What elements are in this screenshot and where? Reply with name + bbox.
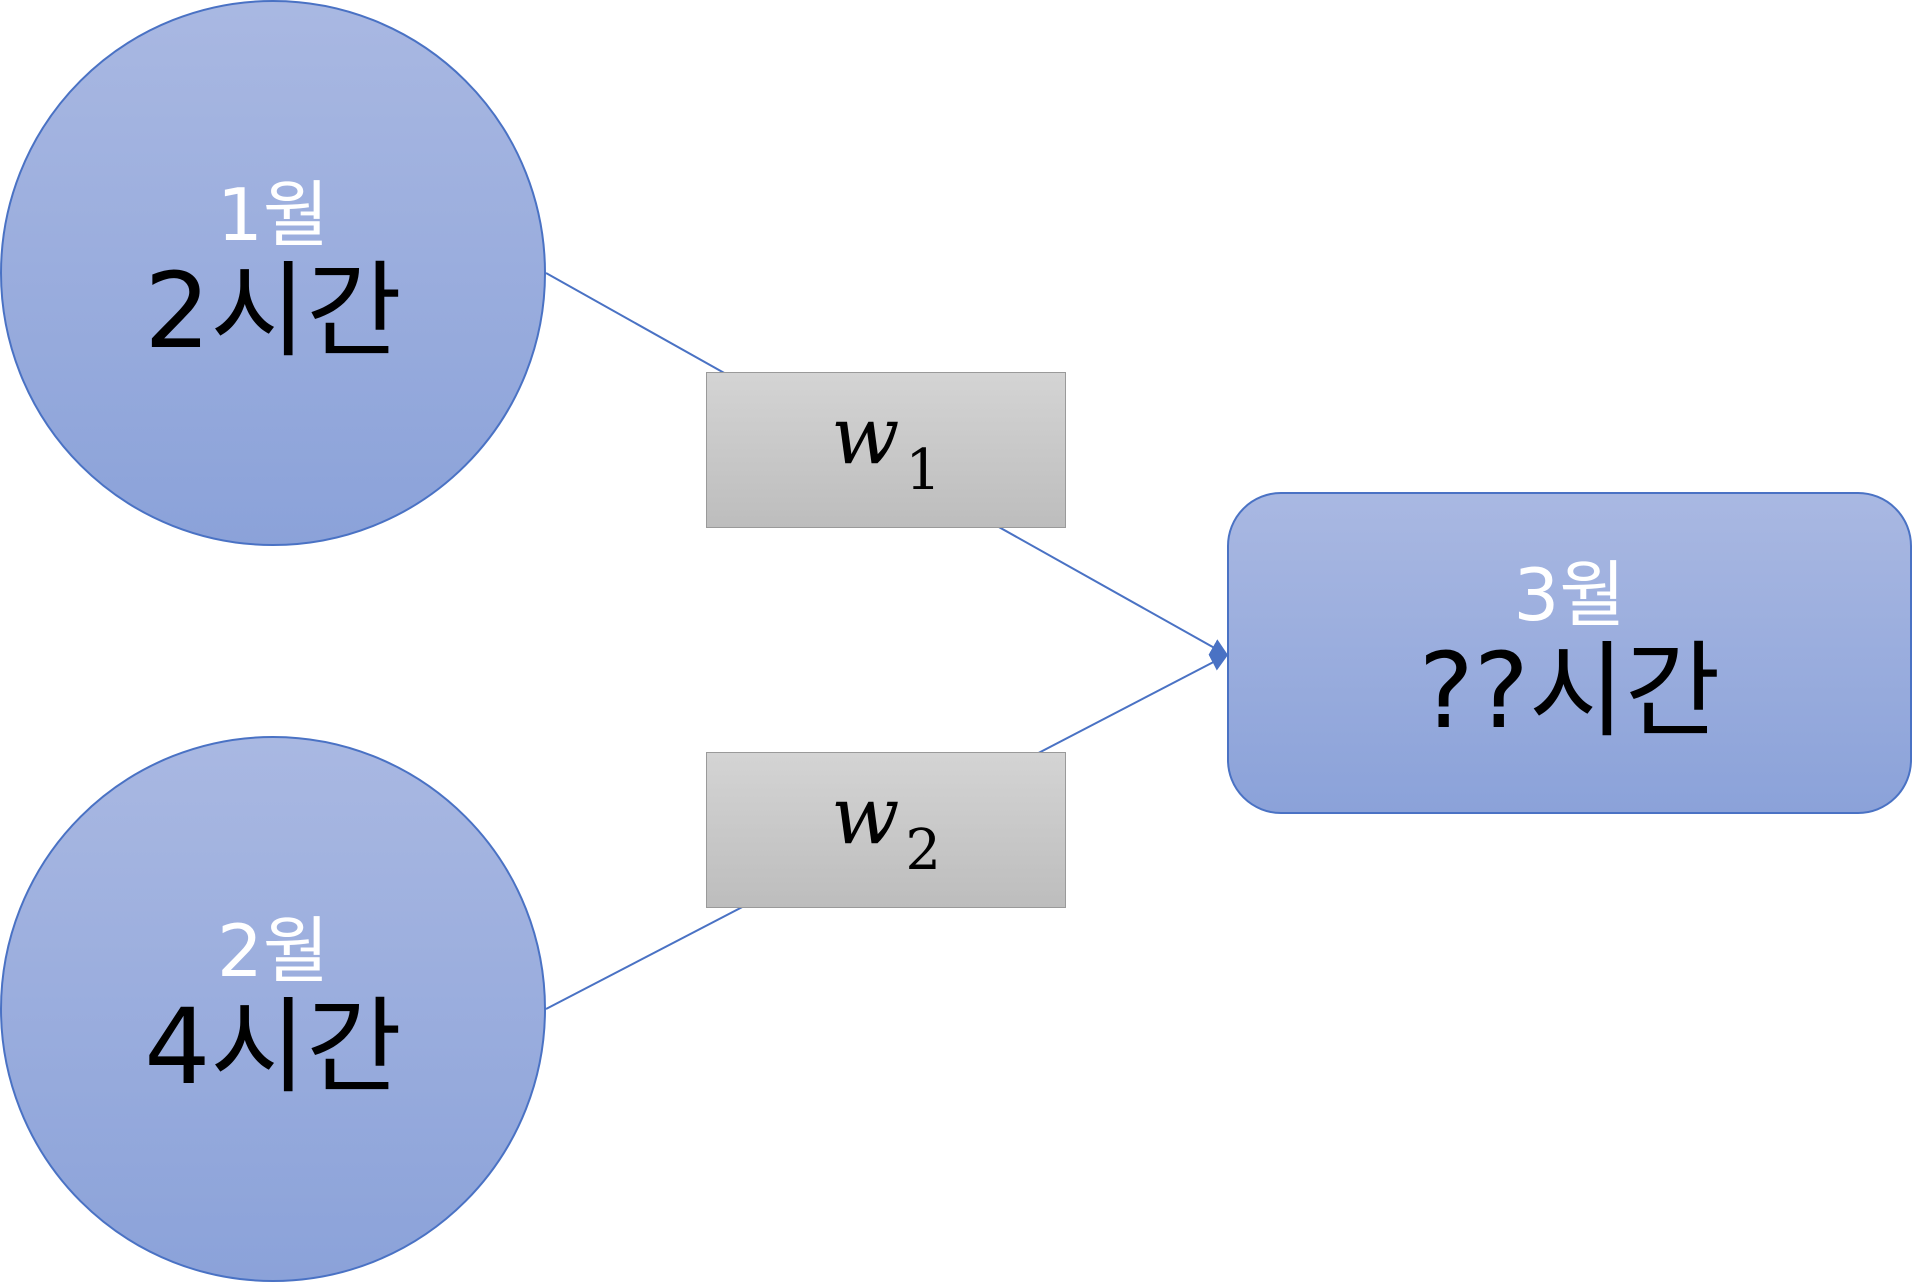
output-month-label: 3월 [1513, 553, 1626, 637]
weight-subscript: 2 [905, 817, 942, 883]
input-node-january: 1월 2시간 [0, 0, 546, 546]
output-node-march: 3월 ??시간 [1227, 492, 1912, 814]
input-node-february: 2월 4시간 [0, 736, 546, 1282]
weight-subscript: 1 [905, 437, 942, 503]
input-hours-value: 2시간 [144, 249, 402, 372]
input-hours-value: 4시간 [144, 985, 402, 1108]
input-month-label: 2월 [216, 909, 330, 993]
output-hours-value: ??시간 [1418, 629, 1721, 752]
input-month-label: 1월 [216, 173, 330, 257]
